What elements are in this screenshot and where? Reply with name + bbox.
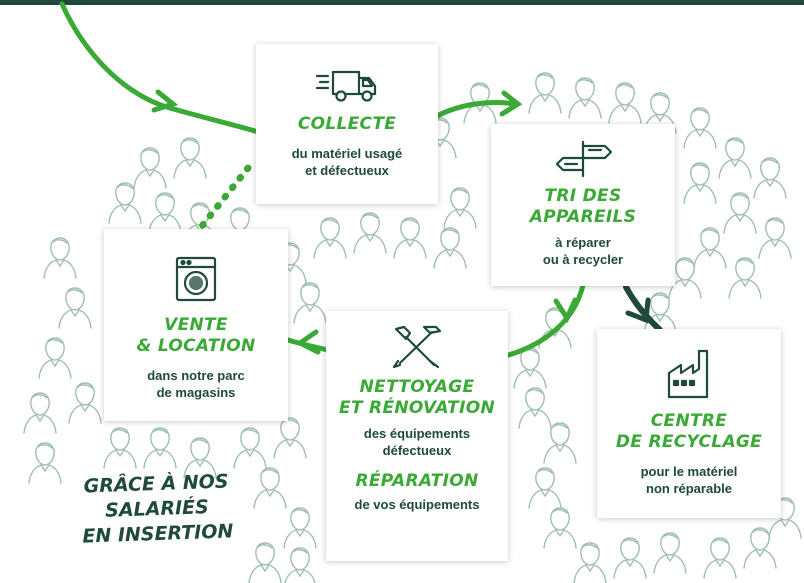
step-collecte-title: COLLECTE bbox=[297, 114, 397, 134]
step-reparation-title: RÉPARATION bbox=[355, 471, 479, 491]
step-vente-title: VENTE & LOCATION bbox=[136, 315, 256, 356]
step-tri-title: TRI DES APPAREILS bbox=[529, 186, 637, 227]
step-vente-card: VENTE & LOCATION dans notre parc de maga… bbox=[104, 229, 288, 421]
step-recyclage-description: pour le matériel non réparable bbox=[640, 464, 738, 496]
washing-machine-icon bbox=[175, 256, 217, 302]
step-nettoyage-title: NETTOYAGE ET RÉNOVATION bbox=[339, 377, 495, 418]
step-recyclage-title: CENTRE DE RECYCLAGE bbox=[615, 411, 763, 452]
step-reparation-description: de vos équipements bbox=[354, 497, 480, 512]
delivery-truck-icon bbox=[315, 70, 377, 102]
step-nettoyage-description: des équipements défectueux bbox=[363, 426, 471, 458]
step-tri-card: TRI DES APPAREILS à réparer ou à recycle… bbox=[491, 124, 675, 286]
step-collecte-description: du matériel usagé et défectueux bbox=[291, 146, 403, 178]
slogan: GRÂCE À NOS SALARIÉS EN INSERTION bbox=[82, 470, 234, 548]
step-recyclage-card: CENTRE DE RECYCLAGE pour le matériel non… bbox=[597, 329, 781, 518]
step-collecte-card: COLLECTE du matériel usagé et défectueux bbox=[256, 44, 438, 204]
flow-arrows bbox=[59, 1, 663, 359]
tools-icon bbox=[392, 325, 442, 369]
top-bar bbox=[0, 0, 804, 5]
factory-icon bbox=[667, 349, 709, 399]
step-tri-description: à réparer ou à recycler bbox=[542, 235, 624, 267]
signpost-icon bbox=[555, 140, 613, 178]
step-nettoyage-card: NETTOYAGE ET RÉNOVATION des équipements … bbox=[326, 311, 508, 561]
step-vente-description: dans notre parc de magasins bbox=[147, 368, 245, 400]
